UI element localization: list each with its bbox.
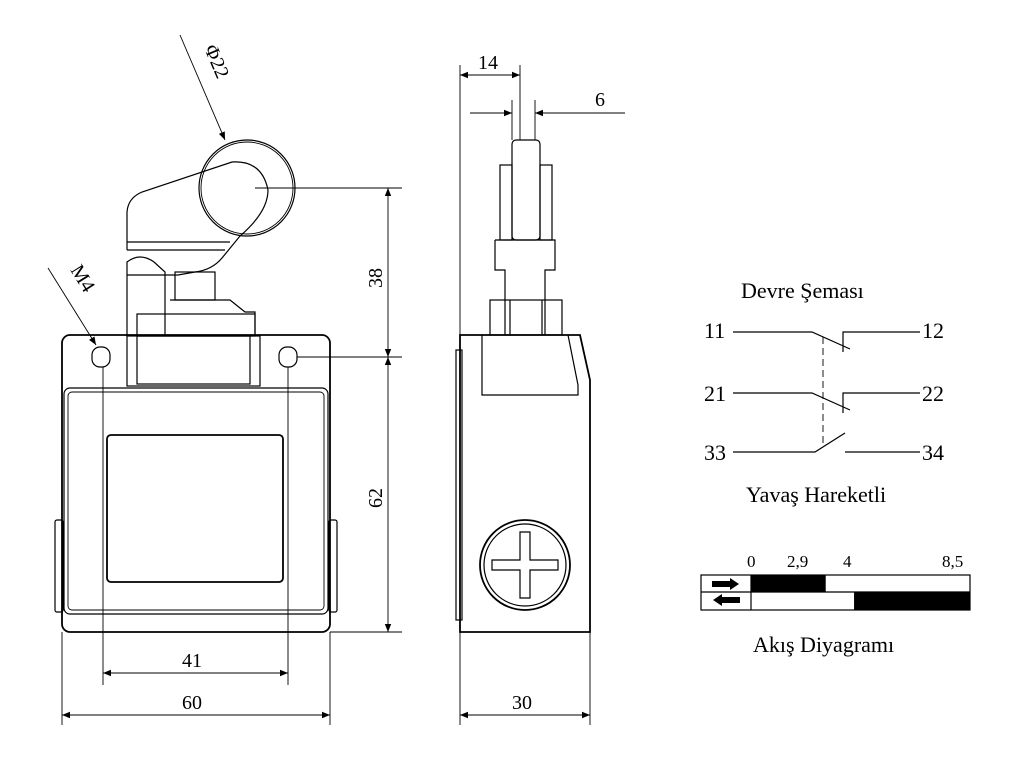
- mount-hole-left: [91, 346, 111, 368]
- return-contact-bar: [854, 592, 970, 610]
- switch-body: [61, 334, 331, 633]
- flow-tick-0: 0: [747, 552, 756, 571]
- flow-diagram: 0 2,9 4 8,5 Akış Diyagramı: [700, 552, 971, 657]
- forward-contact-bar: [751, 575, 826, 592]
- terminal-33: 33: [704, 440, 726, 465]
- front-view: [54, 139, 338, 633]
- arrow-left-icon: [713, 594, 740, 606]
- dim-height-top: 38: [365, 268, 387, 288]
- dim-top-offset: 14: [478, 52, 498, 74]
- dim-hole-spacing: 41: [182, 650, 202, 672]
- screw-head: [479, 519, 571, 611]
- dim-roller-width: 6: [595, 89, 605, 111]
- terminal-12: 12: [922, 318, 944, 343]
- flow-title: Akış Diyagramı: [753, 632, 894, 657]
- side-view: [455, 139, 591, 633]
- label-window: [106, 434, 284, 583]
- circuit-schematic: Devre Şeması 11 12 21 22 33 34 Yavaş Har…: [704, 278, 944, 507]
- terminal-21: 21: [704, 381, 726, 406]
- dim-thread: M4: [66, 261, 99, 296]
- terminal-11: 11: [704, 318, 725, 343]
- contact-nc-1: [733, 331, 920, 352]
- flow-tick-8-5: 8,5: [942, 552, 963, 571]
- terminal-34: 34: [922, 440, 944, 465]
- contact-no: [733, 432, 920, 453]
- flow-tick-2-9: 2,9: [787, 552, 808, 571]
- flow-tick-4: 4: [843, 552, 852, 571]
- circuit-title: Devre Şeması: [741, 278, 864, 303]
- mount-hole-right: [278, 346, 298, 368]
- lever-arm: [126, 161, 269, 276]
- contact-nc-2: [733, 392, 920, 413]
- arrow-right-icon: [712, 578, 739, 590]
- front-dimensions: Φ22 M4 38 62 41 60: [47, 34, 402, 725]
- dim-width: 60: [182, 692, 202, 714]
- side-body: [459, 334, 591, 633]
- cross-slot-icon: [491, 531, 559, 599]
- side-dimensions: 14 6 30: [459, 52, 625, 725]
- circuit-subtitle: Yavaş Hareketli: [746, 482, 886, 507]
- dim-depth: 30: [512, 692, 532, 714]
- terminal-22: 22: [922, 381, 944, 406]
- dim-roller-diameter: Φ22: [199, 41, 233, 81]
- dim-height-body: 62: [365, 488, 387, 508]
